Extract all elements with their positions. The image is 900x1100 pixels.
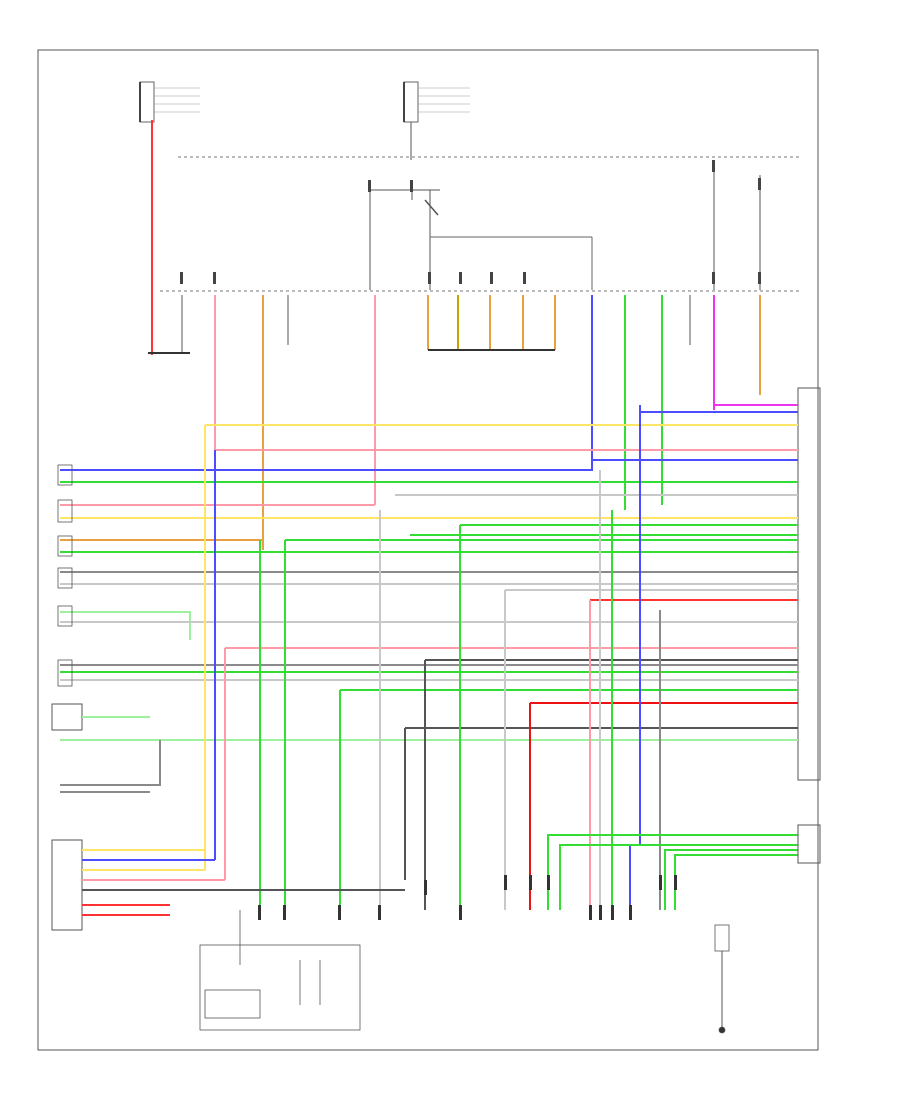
- left-connectors: [57, 464, 73, 687]
- fuse-block-center: [403, 81, 470, 160]
- bus-connector-dots: [180, 160, 761, 284]
- bottom-components: [199, 910, 730, 1034]
- relay-switch: [369, 180, 593, 290]
- harness-vertical-drops: [204, 412, 661, 910]
- transmission-connector-wires: [82, 849, 405, 916]
- fuse-block-left: [139, 81, 200, 123]
- right-sensor-module: [797, 824, 821, 864]
- transmission-connector: [51, 839, 83, 931]
- main-connector: [797, 387, 821, 781]
- sensor-wires-right: [547, 834, 798, 910]
- upper-connector-columns: [181, 295, 761, 550]
- diagram-frame: [37, 49, 819, 1051]
- left-sensor-module: [51, 703, 83, 731]
- harness-horizontal-wires: [60, 404, 798, 793]
- bottom-connector-blocks: [258, 875, 677, 920]
